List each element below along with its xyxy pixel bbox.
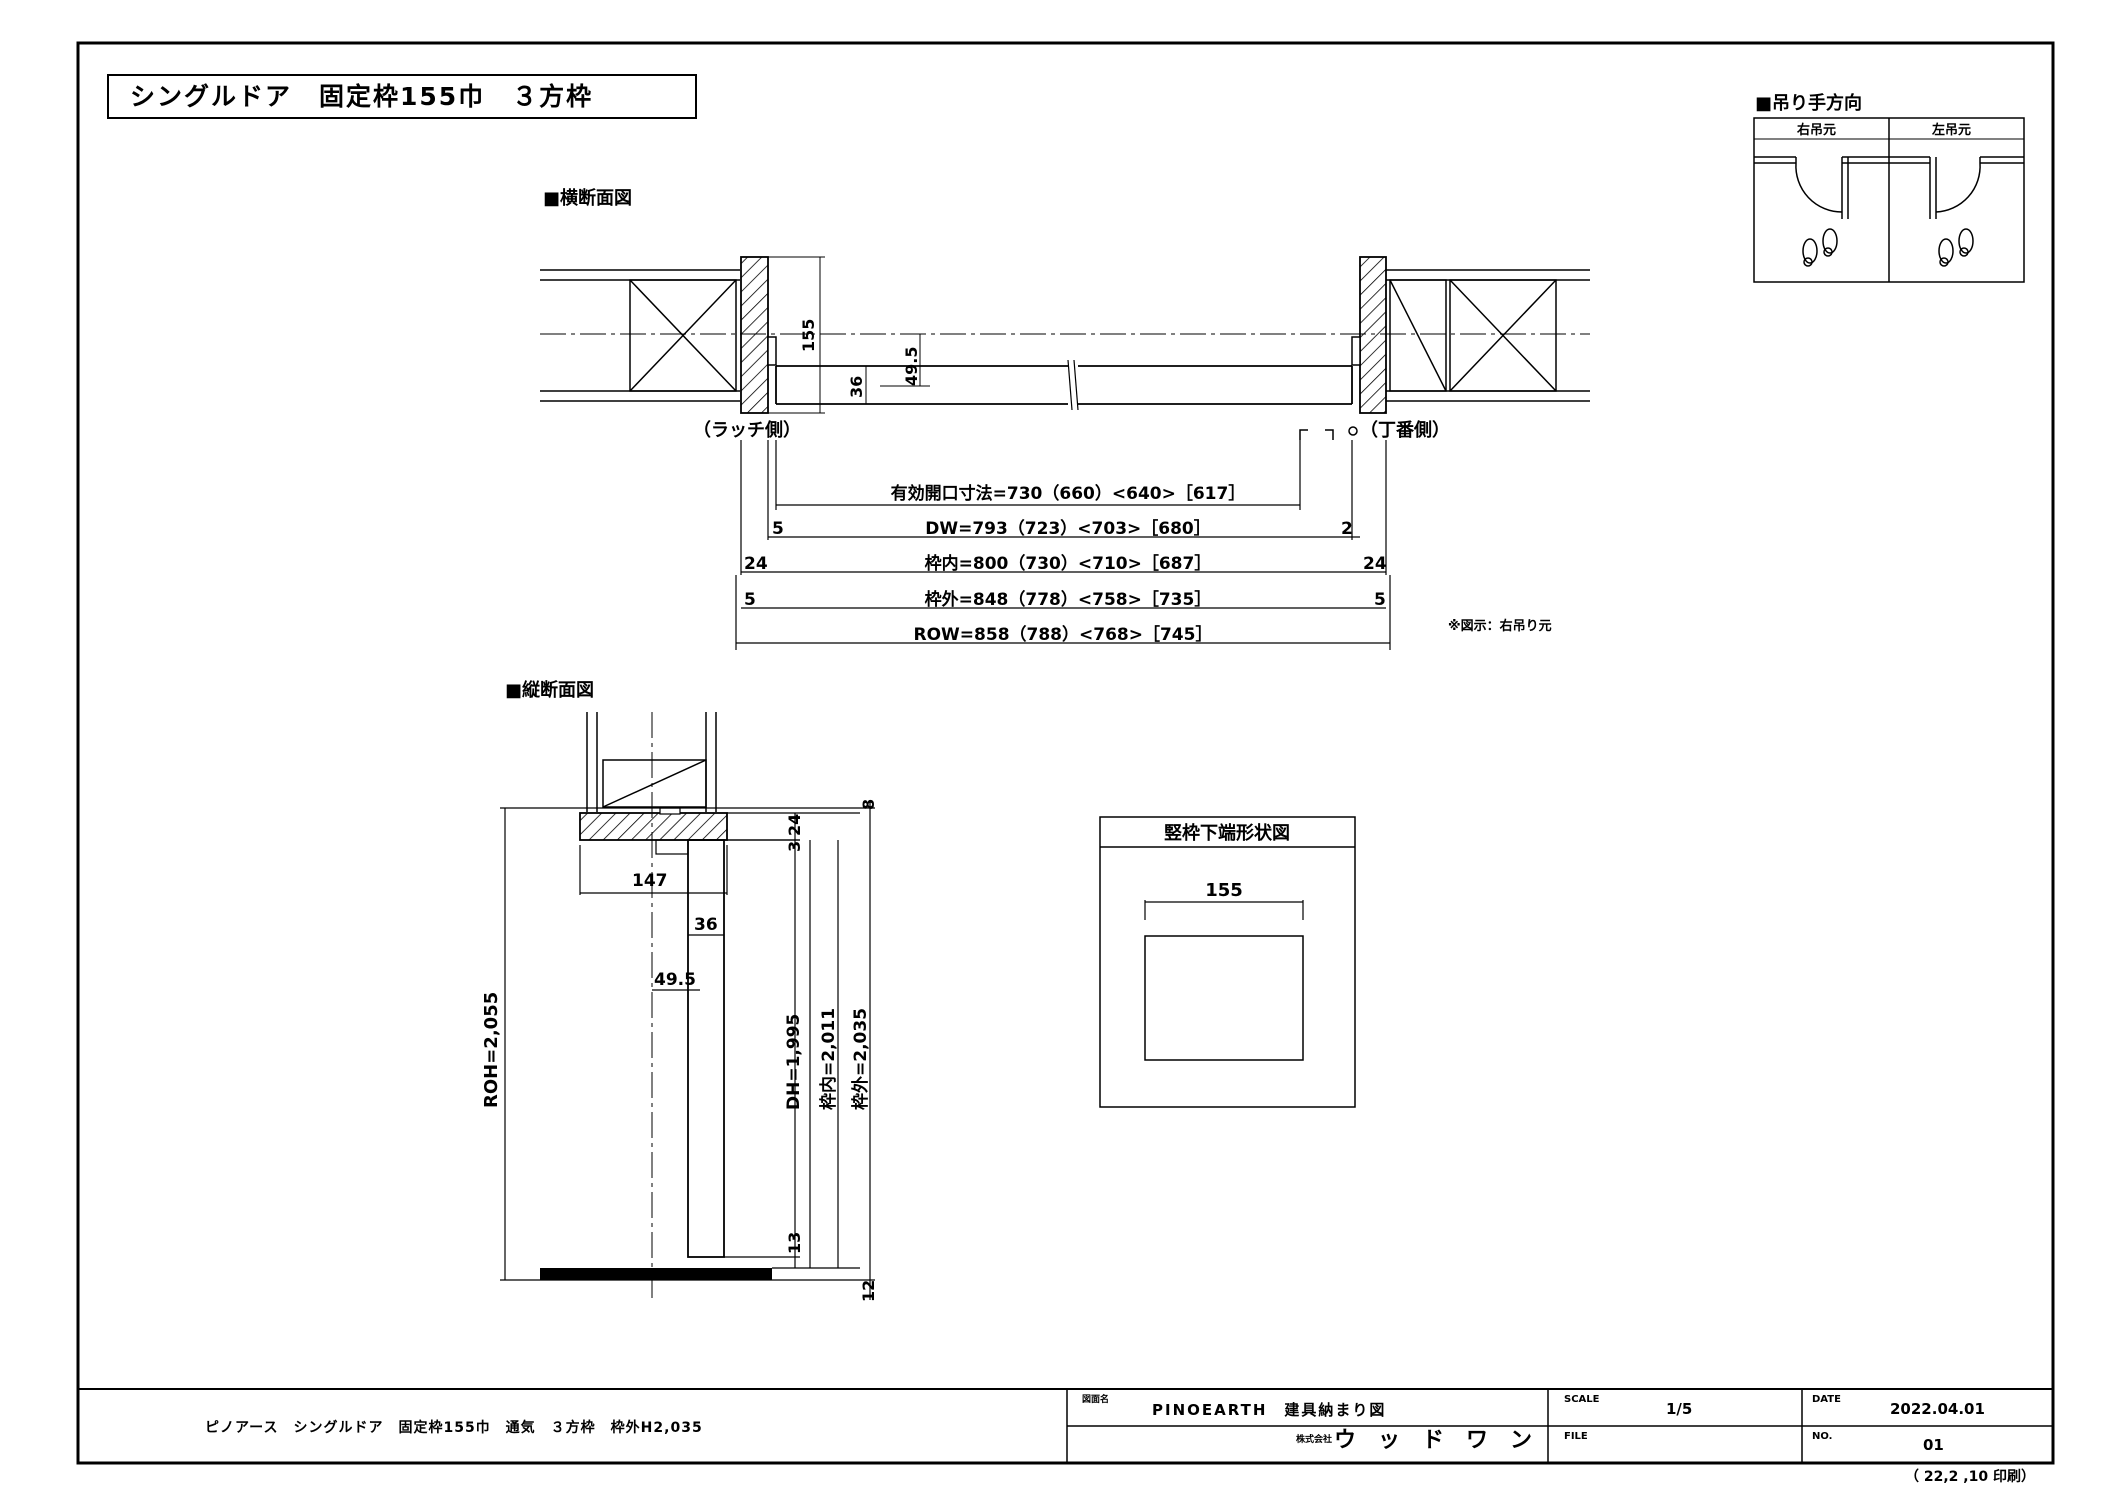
outer-left-offset: 5 xyxy=(744,590,756,610)
drawing-note: ※図示：右吊り元 xyxy=(1448,618,1552,634)
effective-opening-dim: 有効開口寸法=730（660）<640>［617］ xyxy=(891,483,1246,504)
vertical-section-heading: ■縦断面図 xyxy=(505,679,594,701)
inner-left-offset: 24 xyxy=(744,554,768,574)
hinge-symbol xyxy=(1299,426,1358,440)
dw-left-offset: 5 xyxy=(772,519,784,539)
latch-side-label: （ラッチ側） xyxy=(693,419,801,441)
print-date: （ 22,2 ,10 印刷） xyxy=(1905,1468,2035,1485)
outer-right-offset: 5 xyxy=(1374,590,1386,610)
dim-8: 8 xyxy=(859,799,878,810)
hinge-side-jamb xyxy=(1359,256,1387,414)
roh-dim: ROH=2,055 xyxy=(481,992,502,1108)
dw-right-offset: 2 xyxy=(1341,519,1353,539)
door-leaf-elevation xyxy=(687,839,725,1258)
dim-13: 13 xyxy=(785,1232,804,1254)
dim-36-v: 36 xyxy=(694,915,718,935)
break-mark-right xyxy=(1073,359,1079,411)
no-value: 01 xyxy=(1923,1436,1944,1454)
drawing-description: ピノアース シングルドア 固定枠155巾 通気 ３方枠 枠外H2,035 xyxy=(205,1419,703,1436)
horizontal-section-heading: ■横断面図 xyxy=(543,187,632,209)
right-wall xyxy=(1386,269,1590,402)
no-label: NO. xyxy=(1812,1431,1832,1442)
bottom-shape-dim: 155 xyxy=(1205,880,1243,901)
drawing-name: PINOEARTH 建具納まり図 xyxy=(1152,1401,1386,1419)
dim-36-h: 36 xyxy=(847,376,866,398)
door-top-detail xyxy=(655,839,689,855)
drawing-name-label: 図面名 xyxy=(1082,1393,1109,1405)
right-hinge-diagram xyxy=(1754,156,1889,267)
frame-inner-h-dim: 枠内=2,011 xyxy=(818,1008,839,1110)
latch-side-jamb xyxy=(740,256,769,414)
horizontal-section: ■横断面図 xyxy=(540,187,1590,650)
right-hinge-label: 右吊元 xyxy=(1796,122,1836,138)
file-label: FILE xyxy=(1564,1431,1588,1442)
dw-dim: DW=793（723）<703>［680］ xyxy=(925,518,1211,539)
jamb-profile xyxy=(1144,935,1304,1061)
dim-12: 12 xyxy=(859,1280,878,1302)
date-label: DATE xyxy=(1812,1394,1841,1405)
company-name: ウッドワン xyxy=(1334,1428,1554,1453)
jamb-bottom-shape: 竪枠下端形状図 155 xyxy=(1099,816,1356,1108)
dh-dim: DH=1,995 xyxy=(784,1014,804,1110)
frame-outer-dim: 枠外=848（778）<758>［735］ xyxy=(925,589,1212,610)
left-wall xyxy=(540,269,740,402)
date-value: 2022.04.01 xyxy=(1890,1400,1985,1418)
vertical-dimension-lines xyxy=(500,800,875,1300)
dim-147: 147 xyxy=(632,871,668,891)
latch-stop xyxy=(767,336,777,366)
dim-24: 24 xyxy=(785,814,804,836)
vertical-section: ■縦断面図 xyxy=(481,679,878,1302)
left-hinge-label: 左吊元 xyxy=(1932,122,1971,138)
frame-outer-h-dim: 枠外=2,035 xyxy=(850,1008,871,1110)
horizontal-dimension-lines xyxy=(735,440,1391,650)
left-hinge-diagram xyxy=(1889,156,2024,267)
dim-49-5-h: 49.5 xyxy=(902,347,921,386)
inner-right-offset: 24 xyxy=(1363,554,1387,574)
break-mark-left xyxy=(1067,359,1073,411)
dim-3: 3 xyxy=(785,841,804,852)
head-stop xyxy=(659,807,681,815)
scale-value: 1/5 xyxy=(1666,1400,1692,1418)
scale-label: SCALE xyxy=(1564,1394,1600,1405)
sheet-border xyxy=(76,41,2055,1465)
door-leaf-plan xyxy=(775,365,1353,405)
row-dim: ROW=858（788）<768>［745］ xyxy=(914,624,1213,645)
frame-inner-dim: 枠内=800（730）<710>［687］ xyxy=(925,553,1212,574)
hanging-heading: ■吊り手方向 xyxy=(1755,92,1862,114)
company-prefix: 株式会社 xyxy=(1296,1433,1332,1445)
page-title: シングルドア 固定枠155巾 ３方枠 xyxy=(130,82,593,111)
bottom-shape-title: 竪枠下端形状図 xyxy=(1164,822,1290,844)
hinge-stop xyxy=(1351,336,1361,366)
hinge-side-label: （丁番側） xyxy=(1360,419,1450,441)
dim-155-h: 155 xyxy=(799,319,818,352)
head-jamb xyxy=(579,812,728,841)
dim-49-5-v: 49.5 xyxy=(654,970,696,990)
title-box: シングルドア 固定枠155巾 ３方枠 xyxy=(107,74,697,119)
floor-line xyxy=(540,1268,772,1280)
hanging-direction-panel: ■吊り手方向 右吊元 左吊元 xyxy=(1753,92,2025,283)
title-block xyxy=(78,1388,2053,1463)
